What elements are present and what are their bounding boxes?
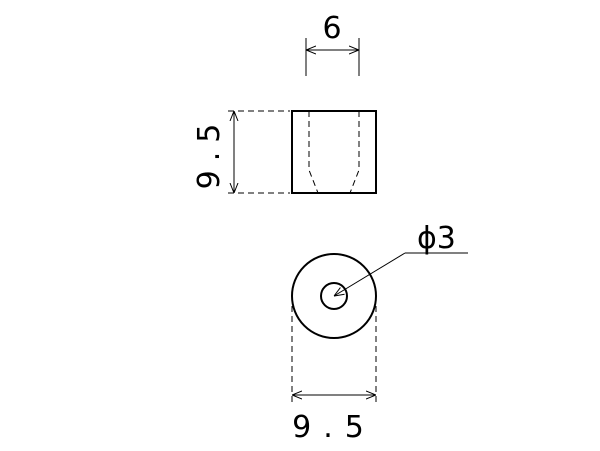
leader-line xyxy=(334,252,406,296)
bottom-width-dimension: 9.5 xyxy=(291,296,377,445)
hidden-line-left xyxy=(308,111,319,194)
side-height-label: 9.5 xyxy=(192,115,227,190)
front-view xyxy=(291,110,377,194)
top-width-label: 6 xyxy=(322,11,341,46)
bottom-width-label: 9.5 xyxy=(292,410,376,445)
diameter-callout: ϕ3 xyxy=(334,221,468,296)
top-width-dimension: 6 xyxy=(305,11,360,76)
side-height-dimension: 9.5 xyxy=(192,110,290,194)
front-view-outline xyxy=(291,110,377,194)
inner-hole xyxy=(320,282,348,310)
diameter-label: ϕ3 xyxy=(417,221,456,256)
hidden-line-right xyxy=(349,111,360,194)
